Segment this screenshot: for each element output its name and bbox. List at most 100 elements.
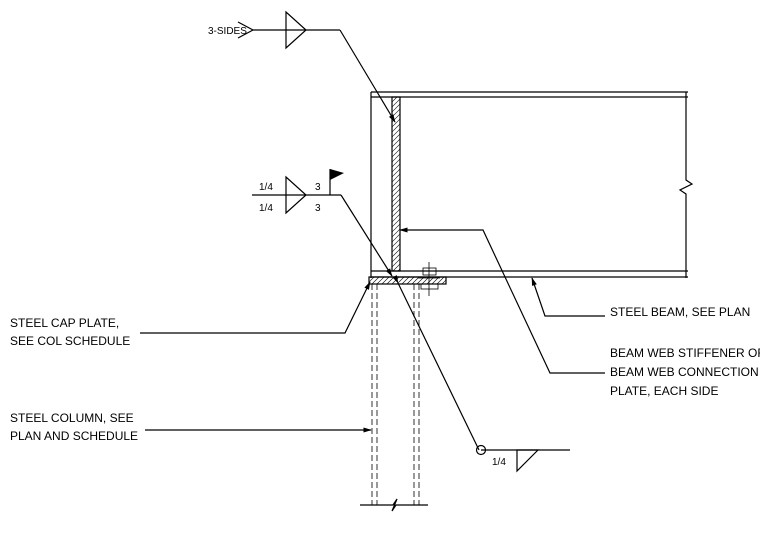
hatch-line — [392, 233, 400, 243]
hatch-line — [392, 153, 400, 163]
hatch-line — [392, 148, 400, 158]
column-leader: STEEL COLUMN, SEE PLAN AND SCHEDULE — [10, 411, 372, 443]
hatch-line — [392, 228, 400, 238]
hatch-line — [513, 97, 687, 271]
hatch-line — [438, 97, 612, 271]
hatch-line — [553, 97, 727, 271]
field-weld-flag-icon — [330, 169, 344, 180]
hatch-line — [392, 258, 400, 268]
hatch-line — [392, 193, 400, 203]
stiffener-label-line2: BEAM WEB CONNECTION — [610, 365, 759, 379]
hatch-line — [568, 97, 742, 271]
hatch-line — [573, 97, 747, 271]
steel-beam — [370, 91, 694, 278]
hatch-line — [443, 97, 617, 271]
hatch-line — [528, 97, 702, 271]
hatch-line — [392, 248, 400, 258]
hatch-line — [458, 97, 632, 271]
hatch-line — [392, 208, 400, 218]
hatch-line — [498, 97, 672, 271]
hatch-line — [376, 277, 385, 284]
hatch-line — [392, 143, 400, 153]
hatch-line — [463, 97, 637, 271]
hatch-line — [548, 97, 722, 271]
hatch-line — [392, 223, 400, 233]
hatch-line — [392, 243, 400, 253]
anchor-bolt — [418, 262, 440, 296]
hatch-line — [392, 118, 400, 128]
hatch-line — [401, 277, 410, 284]
hatch-line — [392, 198, 400, 208]
web-stiffener — [391, 96, 747, 272]
hatch-line — [436, 277, 445, 284]
hatch-line — [441, 279, 446, 284]
hatch-line — [483, 97, 657, 271]
hatch-line — [411, 277, 420, 284]
hatch-line — [392, 123, 400, 133]
hatch-line — [406, 277, 415, 284]
hatch-line — [392, 263, 400, 271]
hatch-line — [392, 133, 400, 143]
hatch-line — [468, 97, 642, 271]
weld-size-bottom: 1/4 — [259, 203, 273, 214]
hatch-line — [478, 97, 652, 271]
hatch-line — [503, 97, 677, 271]
hatch-line — [408, 97, 582, 271]
hatch-line — [392, 128, 400, 138]
stiffener-leader: BEAM WEB STIFFENER OR BEAM WEB CONNECTIO… — [399, 227, 760, 398]
hatch-line — [392, 178, 400, 188]
column-label-line1: STEEL COLUMN, SEE — [10, 411, 134, 425]
hatch-line — [392, 173, 400, 183]
hatch-line — [369, 277, 370, 278]
column-label-line2: PLAN AND SCHEDULE — [10, 429, 138, 443]
steel-cap-plate — [368, 276, 459, 285]
hatch-line — [392, 97, 393, 98]
weld-size-top: 1/4 — [259, 182, 273, 193]
hatch-line — [452, 277, 459, 284]
weld-length-bottom: 3 — [315, 203, 321, 214]
hatch-line — [508, 97, 682, 271]
hatch-line — [488, 97, 662, 271]
beam-label: STEEL BEAM, SEE PLAN — [610, 305, 750, 319]
weld-symbol-all-around: 1/4 — [392, 275, 570, 473]
hatch-line — [448, 97, 622, 271]
hatch-line — [392, 203, 400, 213]
stiffener-label-line1: BEAM WEB STIFFENER OR — [610, 346, 760, 360]
hatch-line — [371, 277, 380, 284]
hatch-line — [453, 97, 627, 271]
hatch-line — [473, 97, 647, 271]
hatch-line — [392, 253, 400, 263]
hatch-line — [533, 97, 707, 271]
hatch-line — [392, 213, 400, 223]
weld-symbol-three-sides: 3-SIDES — [208, 10, 396, 123]
beam-leader: STEEL BEAM, SEE PLAN — [531, 277, 750, 319]
cap-plate-label-line1: STEEL CAP PLATE, — [10, 316, 119, 330]
hatch-line — [381, 277, 390, 284]
hatch-line — [392, 168, 400, 178]
hatch-line — [392, 188, 400, 198]
weld-symbol-fillet-both-sides: 1/4 1/4 3 3 — [252, 169, 393, 277]
cap-plate-leader: STEEL CAP PLATE, SEE COL SCHEDULE — [10, 281, 371, 348]
hatch-line — [369, 277, 375, 283]
hatch-line — [493, 97, 667, 271]
hatch-line — [563, 97, 737, 271]
three-sides-label: 3-SIDES — [208, 26, 247, 37]
hatch-line — [518, 97, 692, 271]
cap-plate-label-line2: SEE COL SCHEDULE — [10, 334, 130, 348]
bottom-weld-size: 1/4 — [492, 457, 506, 468]
stiffener-label-line3: PLATE, EACH SIDE — [610, 384, 718, 398]
hatch-line — [523, 97, 697, 271]
steel-column — [360, 284, 428, 512]
hatch-line — [392, 218, 400, 228]
hatch-line — [397, 268, 400, 271]
hatch-line — [413, 97, 587, 271]
weld-length-top: 3 — [315, 182, 321, 193]
hatch-line — [433, 97, 607, 271]
hatch-line — [447, 277, 454, 284]
hatch-line — [423, 97, 597, 271]
hatch-line — [392, 238, 400, 248]
hatch-line — [428, 97, 602, 271]
hatch-line — [418, 97, 592, 271]
hatch-line — [558, 97, 732, 271]
